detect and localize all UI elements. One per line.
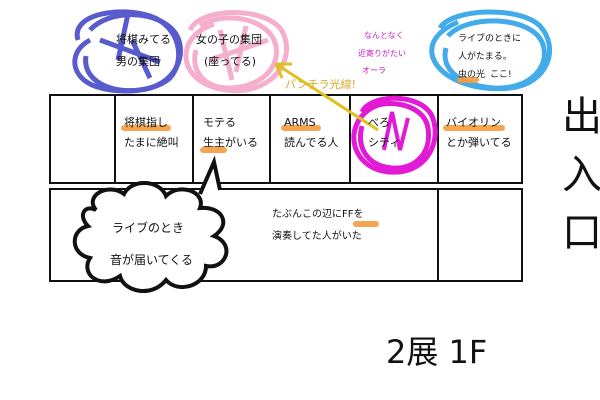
cell-arms-line2: 読んでる人 <box>284 136 339 149</box>
magenta-circle-scribble <box>351 95 438 175</box>
cyan-circle-scribble <box>429 9 552 92</box>
cell-arms-line1: ARMS <box>284 116 316 129</box>
cyan-group-line1: ライブのときに <box>458 34 522 44</box>
cell-shogi-line1: 将棋指し <box>124 116 168 129</box>
cyan-group-line2: 人がたまる。 <box>458 52 512 62</box>
cell-bero-line2: シティ <box>368 136 401 149</box>
blue-group-line2: 男の集団 <box>116 55 160 68</box>
beam-arrow <box>274 62 379 132</box>
cell-violin-line1: バイオリン <box>446 116 501 129</box>
aura-note-line2: 近寄りがたい <box>358 49 406 58</box>
floor-label: 2展 1F <box>386 333 488 371</box>
cell-shogi-line2: たまに絶叫 <box>124 136 179 149</box>
orange-highlights <box>121 77 505 227</box>
ff-note-line2: 演奏してた人がいた <box>272 231 362 242</box>
pink-group-line1: 女の子の集団 <box>196 33 262 46</box>
cloud-line2: 音が届いてくる <box>110 253 194 267</box>
beam-label: パンチラ光線! <box>285 78 356 91</box>
pink-group-line2: (座ってる) <box>204 55 257 68</box>
blue-circle-scribble <box>72 9 183 94</box>
cell-popular-line2: 生主がいる <box>203 136 258 149</box>
ff-note-line1: たぶんこの辺にFFを <box>272 209 364 220</box>
cell-violin-line2: とか弾いてる <box>446 136 512 149</box>
aura-note-line1: なんとなく <box>364 31 404 40</box>
cyan-group-line3-pre: 虫の光 <box>458 70 486 80</box>
floor-plan-table <box>49 94 523 282</box>
cell-popular-line1: モテる <box>203 116 236 129</box>
blue-group-line1: 将棋みてる <box>116 33 171 46</box>
cloud-line1: ライブのとき <box>112 221 185 235</box>
pink-circle-scribble <box>183 10 290 94</box>
aura-note-line3: オーラ <box>362 66 386 75</box>
speech-cloud <box>72 155 229 294</box>
cyan-group-line3-post: ここ! <box>490 70 512 80</box>
cell-bero-line1: べろ <box>368 116 390 129</box>
exit-label: 出入口 <box>562 94 600 256</box>
